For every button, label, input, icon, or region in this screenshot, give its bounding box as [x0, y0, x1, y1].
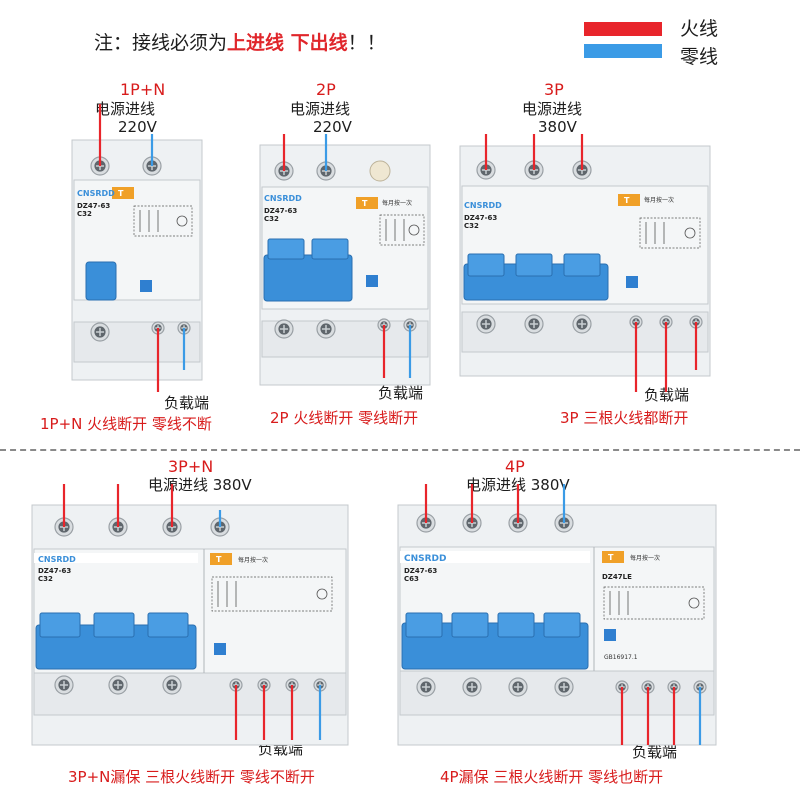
p2-rating: C32 [264, 215, 279, 223]
p4-test-label: T [216, 555, 222, 564]
p1-model: DZ47-63 [77, 202, 110, 210]
p1-schematic-box [133, 205, 193, 237]
p3-schematic-coil [684, 227, 696, 239]
p3-caption: 3P 三根火线都断开 [560, 409, 689, 427]
p5-schematic-box [603, 586, 705, 620]
legend-live-swatch [584, 22, 662, 36]
p1-rating: C32 [77, 210, 92, 218]
p3-poles: 3P [544, 80, 564, 99]
p2-handle-1 [311, 238, 349, 260]
p4-handle-1 [93, 612, 135, 638]
p5-test-hint: 每月按一次 [630, 554, 660, 562]
p3-test-hint: 每月按一次 [644, 196, 674, 204]
p4-brand: CNSRDD [38, 555, 76, 564]
p3-rating: C32 [464, 222, 479, 230]
p5-model: DZ47-63 [404, 567, 437, 575]
p2-test-button [356, 197, 378, 209]
p1-load-label: 负载端 [164, 394, 210, 412]
wiring-note: 注：接线必须为上进线 下出线！！ [94, 34, 386, 53]
p3-handle-2 [563, 253, 601, 277]
p5-rating: C63 [404, 575, 419, 583]
p2-model: DZ47-63 [264, 207, 297, 215]
p5-handle-3 [543, 612, 581, 638]
p2-caption: 2P 火线断开 零线断开 [270, 409, 419, 427]
p3-model: DZ47-63 [464, 214, 497, 222]
note-emphasis: 上进线 下出线 [227, 32, 348, 54]
p4-bottom [33, 672, 347, 716]
p3-source: 电源进线 [522, 100, 583, 118]
p2-voltage: 220V [313, 118, 352, 136]
p2-schematic-box [379, 214, 425, 246]
p1-handle [85, 261, 117, 301]
p1-caption: 1P+N 火线断开 零线不断 [40, 415, 212, 433]
p2-test-hint: 每月按一次 [382, 199, 412, 207]
p5-test-label: T [608, 553, 614, 562]
p5-poles: 4P [505, 457, 525, 476]
p5-schematic-coil [688, 597, 700, 609]
p2-handle-bar [263, 254, 353, 302]
p4-source: 电源进线 380V [148, 476, 252, 494]
p3-brand: CNSRDD [464, 201, 502, 210]
p5-handle-2 [497, 612, 535, 638]
p5-load-label: 负载端 [632, 743, 678, 761]
p4-schematic-box [211, 576, 333, 612]
p2-brand: CNSRDD [264, 194, 302, 203]
p1-voltage: 220V [118, 118, 157, 136]
p2-indicator [366, 275, 378, 287]
p4-test-button [210, 553, 232, 565]
p1-poles: 1P+N [120, 80, 166, 99]
p4-brand-strip [34, 553, 198, 563]
p5-handle-bar [401, 622, 589, 670]
p3-test-label: T [624, 196, 630, 205]
p2-handle-0 [267, 238, 305, 260]
p4-handle-2 [147, 612, 189, 638]
legend-neutral-label: 零线 [680, 46, 719, 68]
p5-handle-0 [405, 612, 443, 638]
p1-indicator [140, 280, 152, 292]
p4-test-hint: 每月按一次 [238, 556, 268, 564]
p3-schematic-box [639, 217, 701, 249]
p5-caption: 4P漏保 三根火线断开 零线也断开 [440, 768, 664, 786]
section-divider [0, 449, 800, 451]
p5-brand: CNSRDD [404, 554, 447, 564]
p1-test-label: T [118, 189, 124, 198]
p2-poles: 2P [316, 80, 336, 99]
p4-indicator [214, 643, 226, 655]
p1-schematic-coil [176, 215, 188, 227]
p3-load-label: 负载端 [644, 386, 690, 404]
p3-voltage: 380V [538, 118, 577, 136]
p1-brand: CNSRDD [77, 189, 115, 198]
p5-indicator [604, 629, 616, 641]
p4-rating: C32 [38, 575, 53, 583]
p4-handle-0 [39, 612, 81, 638]
p3-handle-0 [467, 253, 505, 277]
p5-serial: GB16917.1 [604, 654, 638, 661]
p5-test-button [602, 551, 624, 563]
p4-schematic-coil [316, 588, 328, 600]
p2-load-label: 负载端 [378, 384, 424, 402]
note-suffix: ！！ [347, 32, 386, 54]
p1-source: 电源进线 [95, 100, 156, 118]
p2-test-label: T [362, 199, 368, 208]
p3-handle-1 [515, 253, 553, 277]
p2-source: 电源进线 [290, 100, 351, 118]
legend-live-label: 火线 [680, 18, 719, 40]
p3-indicator [626, 276, 638, 288]
p5-brand-strip [400, 551, 590, 563]
p5-rcd-model: DZ47LE [602, 573, 632, 581]
p4-poles: 3P+N [168, 457, 214, 476]
p2-aux-terminal [369, 160, 391, 182]
p2-schematic-coil [408, 224, 420, 236]
legend-neutral-swatch [584, 44, 662, 58]
p4-model: DZ47-63 [38, 567, 71, 575]
p1-test-button [112, 187, 134, 199]
p3-test-button [618, 194, 640, 206]
note-prefix: 注：接线必须为 [94, 32, 228, 54]
p4-caption: 3P+N漏保 三根火线断开 零线不断开 [68, 768, 315, 786]
p5-handle-1 [451, 612, 489, 638]
